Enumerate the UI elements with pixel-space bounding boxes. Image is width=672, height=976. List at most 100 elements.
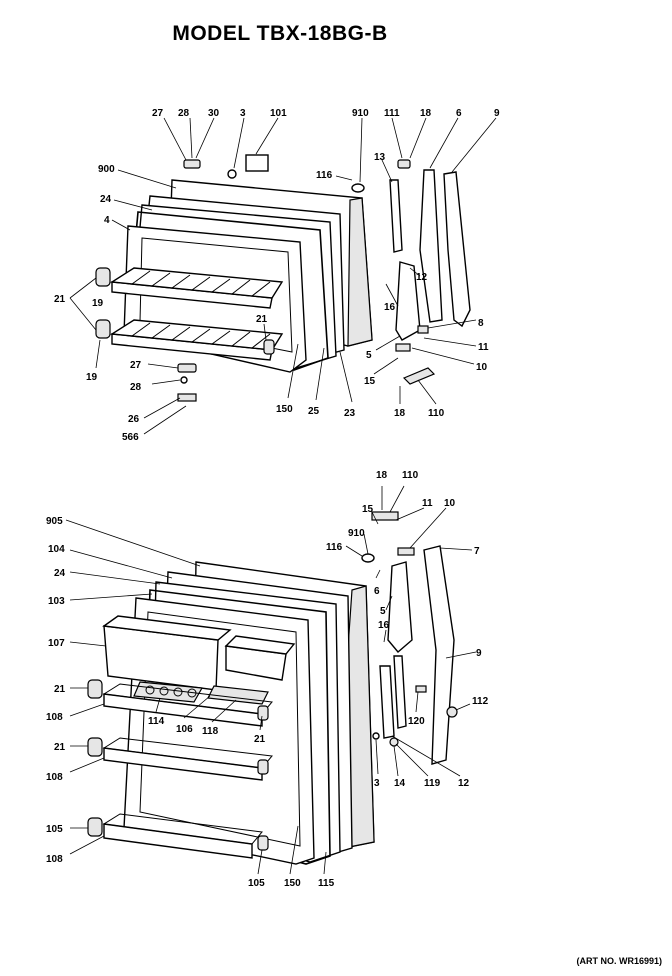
gasket-strip-120 [393, 655, 407, 729]
page-title: MODEL TBX-18BG-B [172, 22, 388, 45]
part-number: 25 [308, 406, 320, 417]
part-number: 18 [420, 108, 432, 119]
part-number: 101 [270, 108, 287, 119]
fresh-food-liner-recess [139, 611, 301, 847]
part-number: 118 [202, 726, 219, 737]
part-number: 112 [472, 696, 489, 707]
freezer-leader-lines [69, 117, 497, 435]
part-number: 108 [46, 712, 63, 723]
part-number: 9 [494, 108, 500, 119]
bracket-118 [415, 685, 427, 693]
fresh-food-part-numbers: 18 110 15 11 10 905 910 116 7 104 6 24 1… [46, 470, 489, 889]
part-number: 150 [276, 404, 293, 415]
shelf-end-cap [257, 705, 269, 721]
part-number: 116 [316, 170, 333, 181]
part-number: 16 [384, 302, 396, 313]
part-number: 15 [364, 376, 376, 387]
dairy-door-107 [102, 615, 232, 641]
part-number: 18 [394, 408, 406, 419]
part-number: 107 [48, 638, 65, 649]
freezer-door-edge [347, 197, 373, 347]
part-number: 111 [384, 108, 400, 119]
part-number: 566 [122, 432, 139, 443]
cap-112 [446, 706, 458, 718]
part-number: 15 [362, 504, 374, 515]
part-number: 21 [54, 742, 66, 753]
fresh-food-door-assembly: 18 110 15 11 10 905 910 116 7 104 6 24 1… [46, 470, 489, 889]
shelf-end-cap [95, 319, 111, 339]
part-number: 3 [240, 108, 246, 119]
part-number: 21 [54, 684, 66, 695]
part-number: 905 [46, 516, 63, 527]
freezer-door-assembly: 27 28 30 3 101 910 111 18 6 9 900 116 13… [54, 108, 500, 443]
part-number: 4 [104, 215, 110, 226]
part-number: 108 [46, 772, 63, 783]
plug-910 [361, 553, 375, 563]
part-number: 27 [130, 360, 142, 371]
part-number: 120 [408, 716, 425, 727]
part-number: 24 [100, 194, 112, 205]
shelf-end-cap [87, 737, 103, 757]
hinge-pin-27 [183, 159, 201, 169]
part-number: 150 [284, 878, 301, 889]
part-number: 104 [48, 544, 65, 555]
part-number: 119 [424, 778, 441, 789]
shelf-end-cap [257, 759, 269, 775]
part-number: 28 [178, 108, 190, 119]
part-number: 14 [394, 778, 406, 789]
part-number: 23 [344, 408, 356, 419]
part-number: 16 [378, 620, 390, 631]
door-stop-13 [389, 179, 403, 253]
handle-9 [443, 171, 471, 328]
part-number: 30 [208, 108, 220, 119]
part-number: 21 [254, 734, 266, 745]
trim-strip-6 [419, 169, 443, 323]
part-number: 28 [130, 382, 142, 393]
shelf-end-cap [257, 835, 269, 851]
trim-strip-7 [423, 545, 455, 765]
part-number: 3 [374, 778, 380, 789]
part-number: 24 [54, 568, 66, 579]
hinge-110 [371, 511, 399, 521]
part-number: 11 [478, 342, 489, 353]
part-number: 26 [128, 414, 140, 425]
part-number: 9 [476, 648, 482, 659]
washer-28 [180, 376, 188, 384]
handle-5 [395, 261, 421, 341]
art-number: (ART NO. WR16991) [576, 956, 662, 966]
part-number: 12 [458, 778, 470, 789]
hinge-110 [402, 367, 436, 385]
part-number: 18 [376, 470, 388, 481]
part-number: 6 [456, 108, 462, 119]
part-number: 115 [318, 878, 335, 889]
part-number: 21 [256, 314, 268, 325]
bottom-hinge-27 [177, 363, 197, 373]
part-number: 12 [416, 272, 428, 283]
part-number: 8 [478, 318, 484, 329]
shelf-end-cap [95, 267, 111, 287]
shelf-end-cap [87, 679, 103, 699]
part-number: 11 [422, 498, 433, 509]
part-number: 5 [366, 350, 372, 361]
part-number: 105 [248, 878, 265, 889]
bushing-3 [372, 732, 380, 740]
part-number: 13 [374, 152, 386, 163]
plug-910 [351, 183, 365, 193]
part-number: 21 [54, 294, 66, 305]
part-number: 7 [474, 546, 480, 557]
part-number: 6 [374, 586, 380, 597]
door-shelf-lower [102, 813, 263, 859]
part-number: 910 [348, 528, 365, 539]
spacer-8 [417, 325, 429, 334]
part-number: 19 [92, 298, 104, 309]
part-number: 108 [46, 854, 63, 865]
part-number: 103 [48, 596, 65, 607]
part-number: 110 [428, 408, 445, 419]
fresh-food-leader-lines [65, 485, 477, 875]
hinge-111 [397, 159, 411, 169]
nameplate-101 [245, 154, 269, 172]
handle-5 [387, 561, 413, 653]
freezer-part-numbers: 27 28 30 3 101 910 111 18 6 9 900 116 13… [54, 108, 500, 443]
bushing-3 [227, 169, 237, 179]
